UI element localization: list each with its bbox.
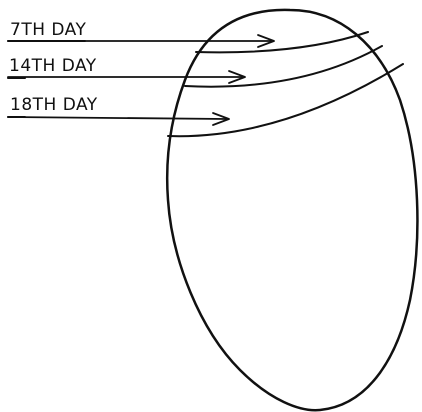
air-cell-line-7th-day [196,32,368,52]
label-18th-day: 18TH DAY [10,97,98,114]
air-cell-line-18th-day [168,64,403,136]
label-14th-day: 14TH DAY [9,58,97,75]
egg-outline [167,10,417,410]
label-7th-day: 7TH DAY [10,22,86,39]
